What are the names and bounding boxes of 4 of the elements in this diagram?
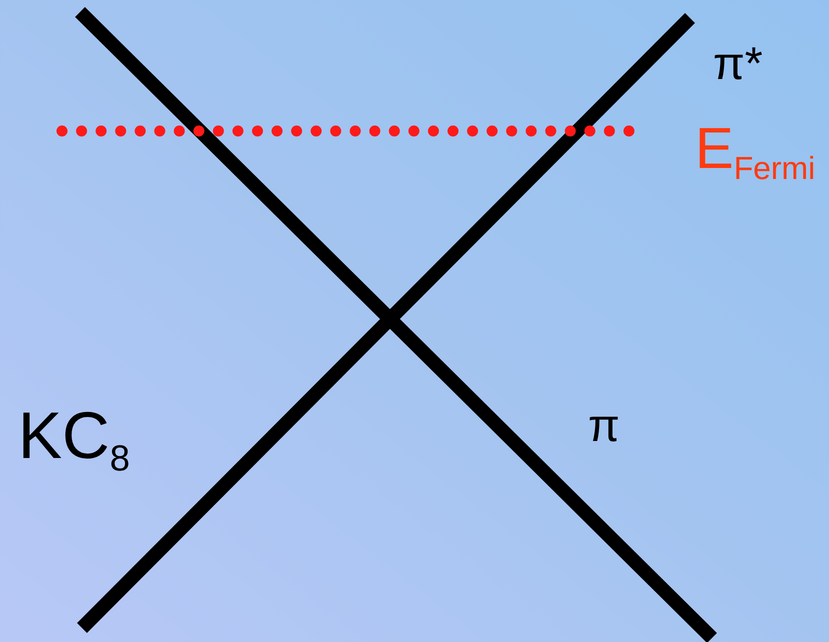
- band-label: π*: [713, 40, 763, 86]
- compound-label: KC$_{8}$: [18, 402, 130, 477]
- band-label: π: [588, 402, 620, 448]
- fermi-level-label: E$_{Fermi}$: [695, 120, 816, 186]
